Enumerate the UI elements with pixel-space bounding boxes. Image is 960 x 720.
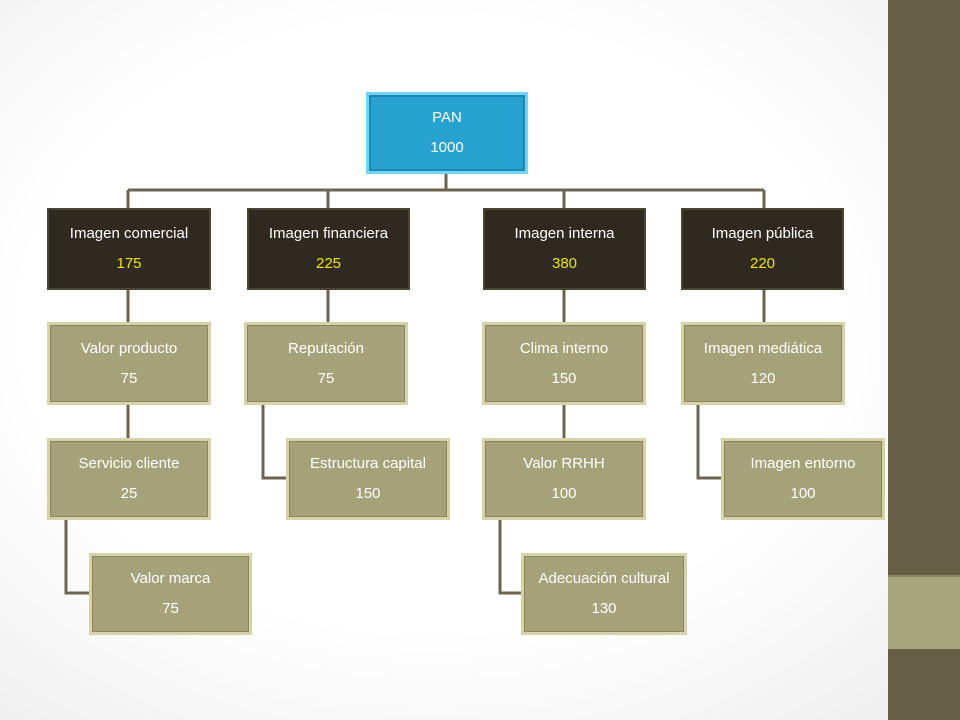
node-label: Valor marca: [130, 570, 211, 587]
node-value: 225: [315, 255, 342, 272]
node-imagen-financiera: Imagen financiera 225: [247, 208, 410, 290]
node-valor-producto: Valor producto 75: [47, 322, 211, 405]
node-root: PAN 1000: [366, 92, 528, 174]
node-adecuacion-cultural: Adecuación cultural 130: [521, 553, 687, 635]
node-root-value: 1000: [430, 139, 464, 156]
node-label: Imagen mediática: [703, 339, 823, 357]
node-value: 75: [120, 369, 138, 387]
node-imagen-comercial: Imagen comercial 175: [47, 208, 211, 290]
node-reputacion: Reputación 75: [244, 322, 408, 405]
connector-c3-c: [498, 519, 522, 595]
node-value: 380: [551, 255, 578, 272]
node-label: Estructura capital: [310, 455, 426, 472]
sidebar-band-decoration: [888, 575, 960, 649]
connector-c2-b: [261, 404, 287, 480]
node-estructura-capital: Estructura capital 150: [286, 438, 450, 520]
node-value: 25: [120, 485, 138, 502]
connector-lines: [64, 172, 766, 595]
node-label: Imagen pública: [711, 225, 814, 242]
node-value: 150: [551, 369, 577, 387]
node-valor-rrhh: Valor RRHH 100: [482, 438, 646, 520]
node-label: Imagen financiera: [268, 225, 389, 242]
node-value: 75: [317, 369, 335, 387]
sidebar-band-edge: [888, 575, 960, 577]
node-imagen-publica: Imagen pública 220: [681, 208, 844, 290]
node-imagen-mediatica: Imagen mediática 120: [681, 322, 845, 405]
node-value: 75: [162, 600, 179, 617]
node-value: 100: [551, 485, 577, 502]
node-label: Valor producto: [80, 339, 178, 357]
node-clima-interno: Clima interno 150: [482, 322, 646, 405]
node-label: Valor RRHH: [523, 455, 605, 472]
node-label: Adecuación cultural: [538, 570, 670, 587]
node-value: 120: [750, 369, 776, 387]
node-label: Imagen interna: [514, 225, 615, 242]
node-value: 175: [116, 255, 142, 272]
connector-c4-b: [696, 404, 722, 480]
node-value: 130: [591, 600, 617, 617]
node-imagen-entorno: Imagen entorno 100: [721, 438, 885, 520]
node-label: Reputación: [288, 339, 364, 357]
node-imagen-interna: Imagen interna 380: [483, 208, 646, 290]
node-valor-marca: Valor marca 75: [89, 553, 252, 635]
node-root-label: PAN: [432, 109, 462, 126]
node-value: 150: [355, 485, 381, 502]
node-label: Clima interno: [519, 339, 609, 357]
node-label: Imagen comercial: [69, 225, 189, 242]
node-value: 100: [790, 485, 816, 502]
node-label: Servicio cliente: [78, 455, 180, 472]
node-label: Imagen entorno: [750, 455, 856, 472]
node-value: 220: [749, 255, 776, 272]
node-servicio-cliente: Servicio cliente 25: [47, 438, 211, 520]
connector-c1-c: [64, 519, 90, 595]
